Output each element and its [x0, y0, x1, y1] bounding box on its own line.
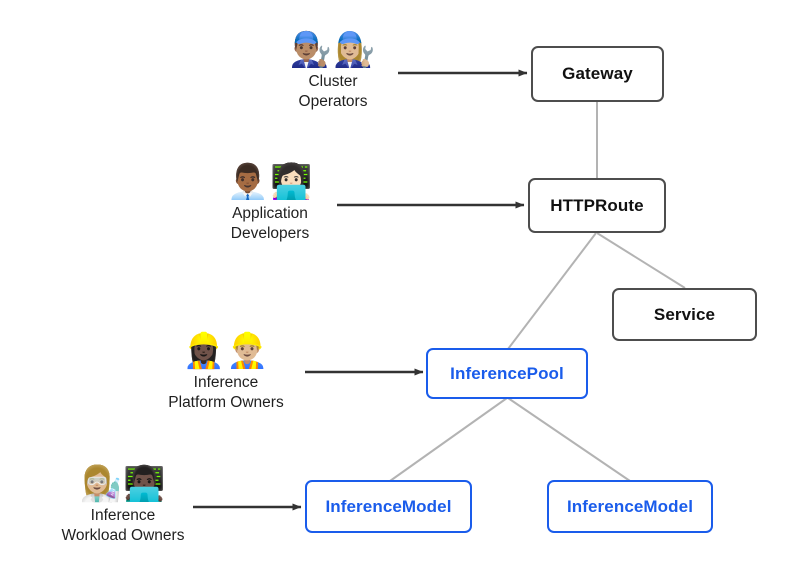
edge-inferencepool-inferencemodel-left [389, 397, 508, 482]
persona-label-application-developers: Application Developers [230, 205, 310, 242]
persona-application-developers: 👨🏾‍💼👩🏻‍💻 Application Developers [170, 162, 370, 244]
scientist-and-technologist-icon: 👩🏼‍🔬👨🏿‍💻 [79, 464, 167, 504]
node-httproute[interactable]: HTTPRoute [528, 178, 666, 233]
persona-label-inference-platform-owners: Inference Platform Owners [168, 374, 284, 411]
node-service[interactable]: Service [612, 288, 757, 341]
edge-httproute-inferencepool [507, 232, 597, 350]
persona-arrows [193, 69, 528, 511]
persona-inference-workload-owners: 👩🏼‍🔬👨🏿‍💻 Inference Workload Owners [23, 464, 223, 546]
node-inferencemodel-left[interactable]: InferenceModel [305, 480, 472, 533]
edge-httproute-service [596, 232, 686, 289]
persona-inference-platform-owners: 👷🏿‍♀️👷🏼‍♂️ Inference Platform Owners [126, 331, 326, 413]
construction-worker-pair-icon: 👷🏿‍♀️👷🏼‍♂️ [182, 331, 270, 371]
node-gateway[interactable]: Gateway [531, 46, 664, 102]
persona-label-cluster-operators: Cluster Operators [298, 73, 368, 110]
office-worker-and-technologist-icon: 👨🏾‍💼👩🏻‍💻 [226, 162, 314, 202]
node-inferencemodel-right[interactable]: InferenceModel [547, 480, 713, 533]
node-inferencepool[interactable]: InferencePool [426, 348, 588, 399]
mechanic-pair-icon: 👨🏽‍🔧👩🏼‍🔧 [289, 30, 377, 70]
persona-label-inference-workload-owners: Inference Workload Owners [61, 507, 185, 544]
persona-cluster-operators: 👨🏽‍🔧👩🏼‍🔧 Cluster Operators [233, 30, 433, 112]
edge-inferencepool-inferencemodel-right [507, 397, 631, 482]
